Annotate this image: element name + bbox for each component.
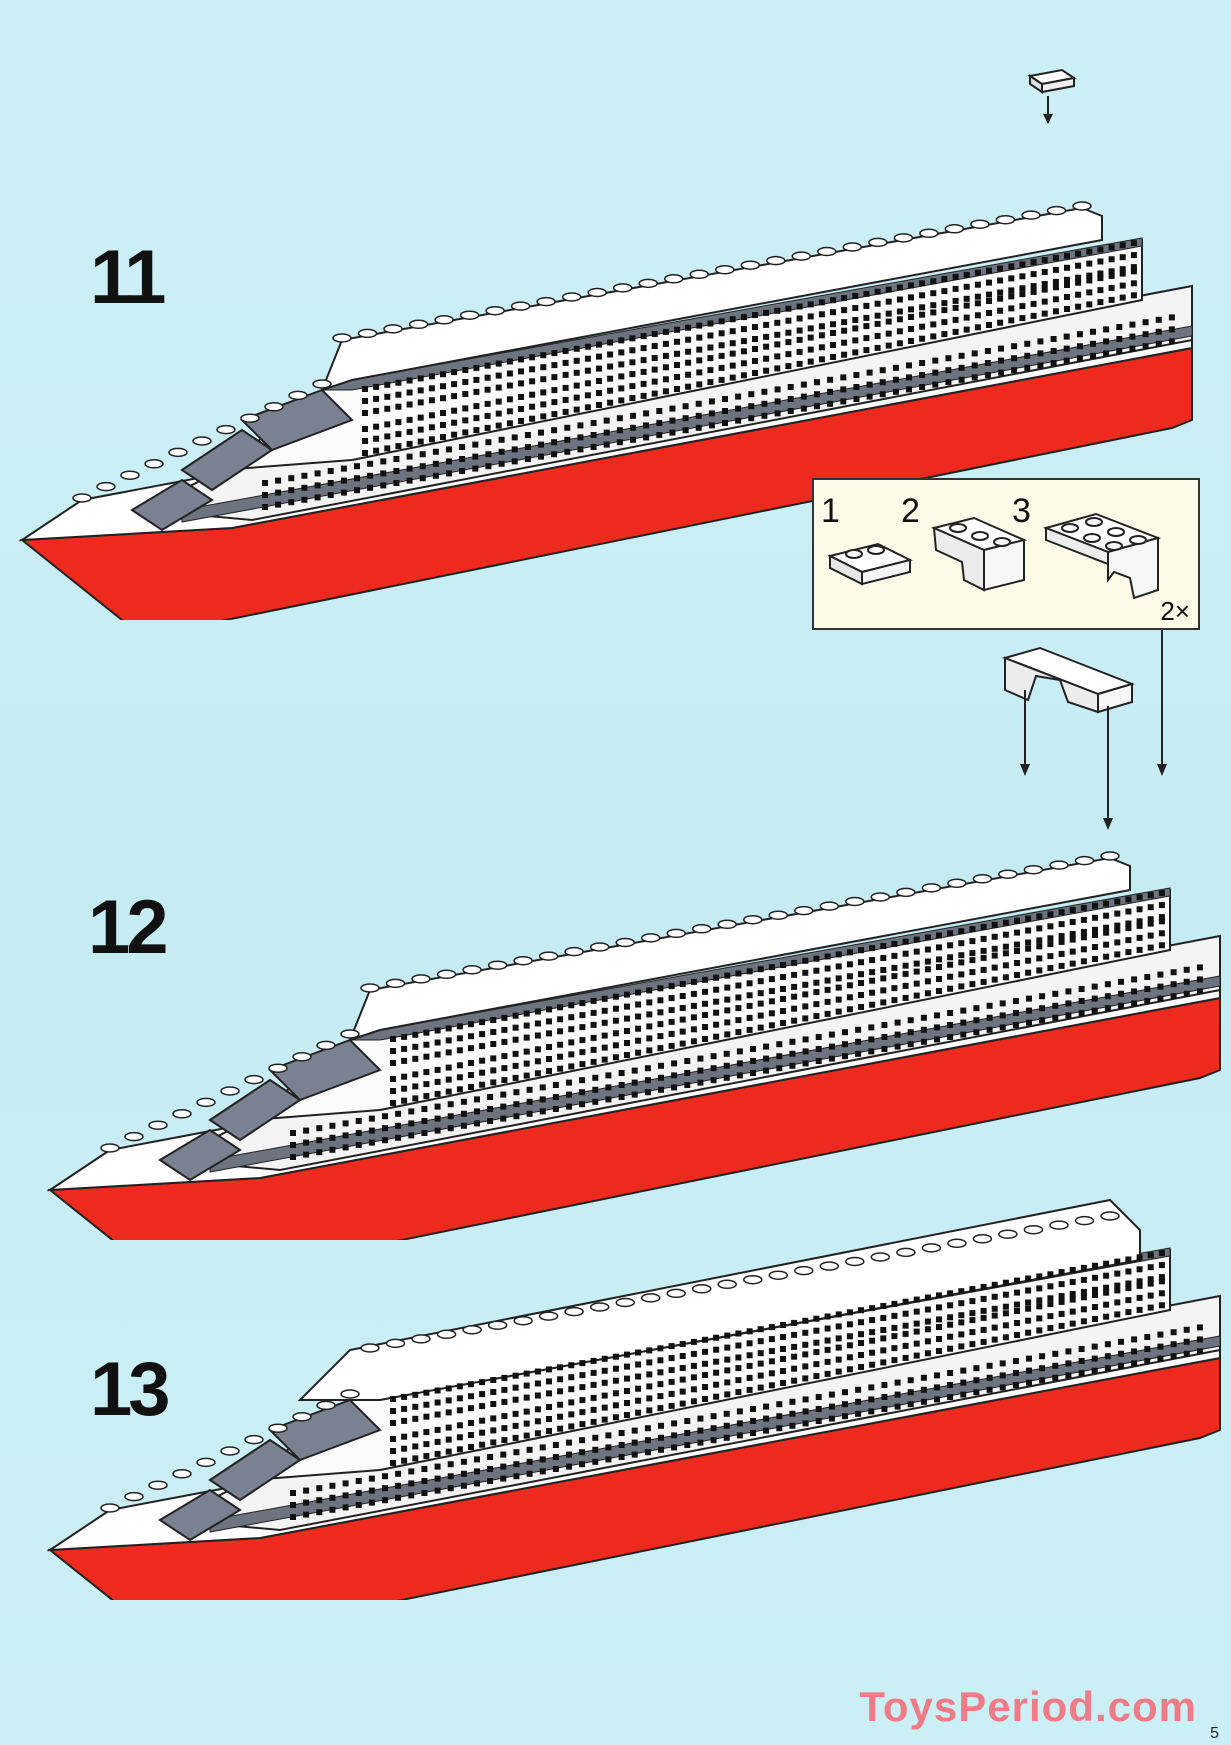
- step-number-11: 11: [90, 235, 166, 320]
- step-number-13: 13: [90, 1347, 171, 1432]
- plate-1x2-icon: [827, 542, 913, 586]
- arch-brick-icon: [930, 516, 1028, 592]
- callout-label-1: 1: [821, 492, 840, 530]
- watermark: ToysPeriod.com: [859, 1683, 1197, 1730]
- step-11-part-arrow: [1027, 68, 1077, 124]
- arch-brick-icon: [1001, 646, 1136, 714]
- plate-1x2-icon: [1027, 68, 1077, 94]
- callout-label-3: 3: [1012, 492, 1031, 530]
- ship-illustration-step-12: [46, 851, 1221, 1240]
- page-number: 5: [1210, 1725, 1219, 1742]
- step-12-part-arrows: [1001, 630, 1167, 830]
- ship-illustration-step-13: [46, 1198, 1221, 1600]
- callout-label-2: 2: [901, 492, 920, 530]
- parts-callout: 1 2 3 2×: [812, 478, 1200, 630]
- ship-illustration-step-11: [18, 201, 1193, 620]
- step-number-12: 12: [88, 885, 169, 970]
- callout-quantity: 2×: [1160, 596, 1190, 626]
- arch-brick-2x-icon: [1042, 512, 1162, 600]
